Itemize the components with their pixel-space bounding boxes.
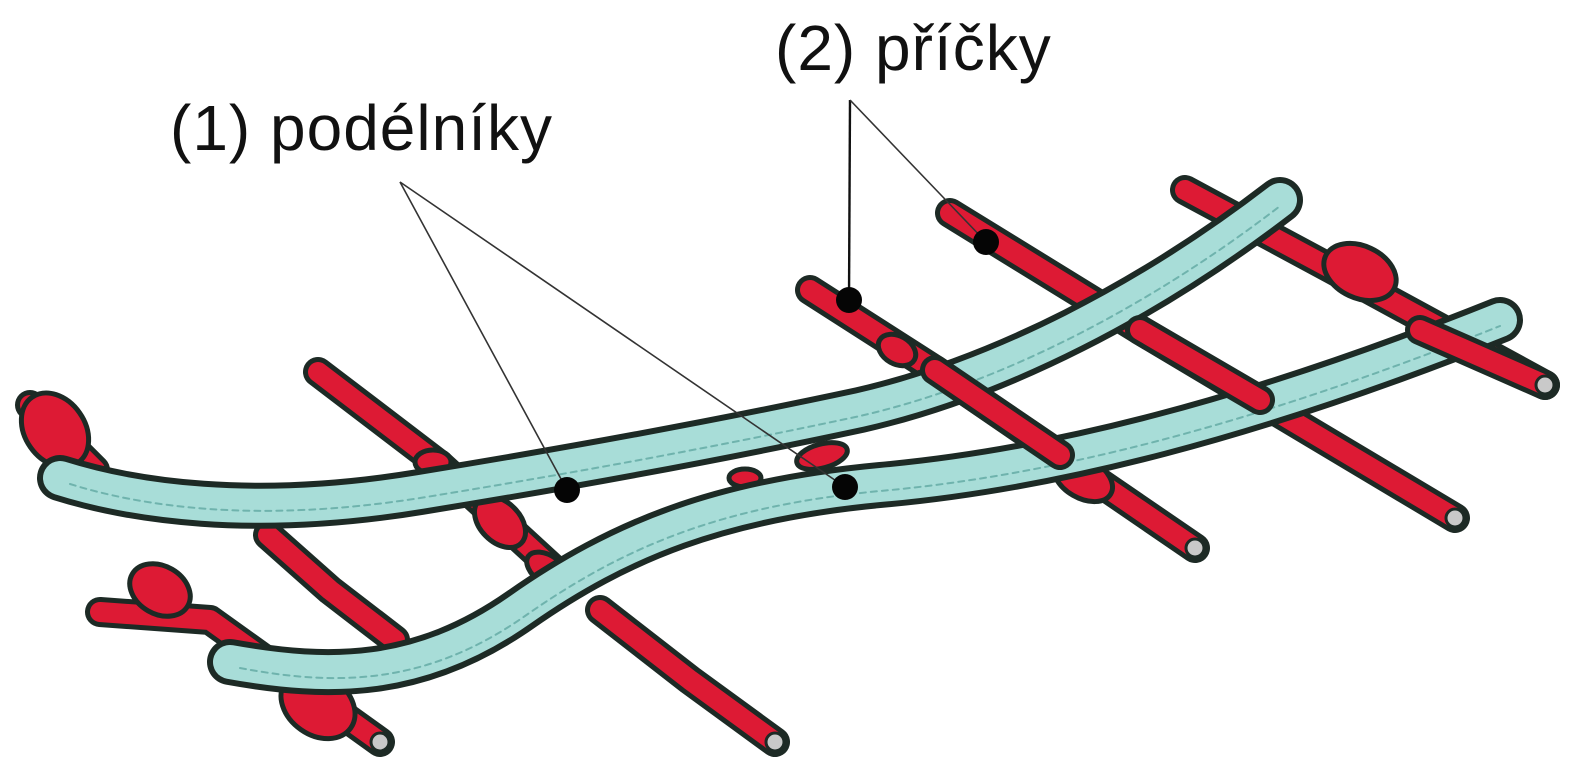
crossmember-4-upper xyxy=(1140,330,1260,400)
end-cap-3 xyxy=(1186,539,1204,557)
end-cap-4 xyxy=(766,733,784,751)
end-cap-2 xyxy=(1446,509,1464,527)
crossmember-8 xyxy=(600,610,775,742)
marker-crossmember-2-icon xyxy=(973,229,999,255)
end-cap-1 xyxy=(1536,376,1554,394)
end-cap-5 xyxy=(371,733,389,751)
marker-longitudinal-2-icon xyxy=(832,474,858,500)
marker-crossmember-1-icon xyxy=(836,287,862,313)
crossmember-7 xyxy=(268,535,395,640)
label-longitudinals: (1) podélníky xyxy=(170,92,553,164)
leader-2-a xyxy=(849,100,850,300)
label-crossmembers: (2) příčky xyxy=(775,12,1052,84)
marker-longitudinal-1-icon xyxy=(554,477,580,503)
longitudinals xyxy=(60,200,1500,678)
leader-2-b xyxy=(850,100,986,242)
